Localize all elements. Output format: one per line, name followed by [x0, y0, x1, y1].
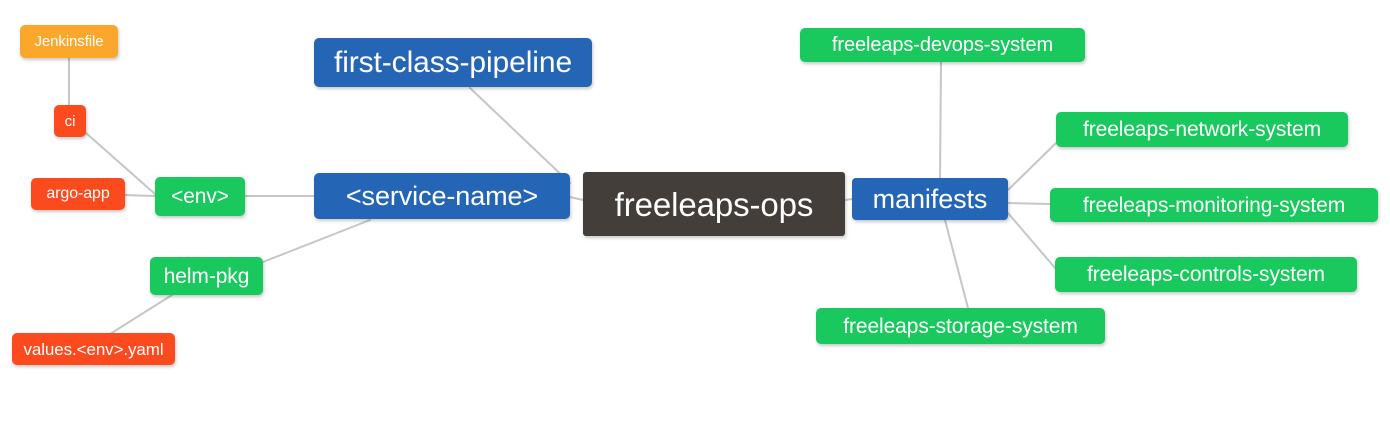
node-label: first-class-pipeline [333, 45, 573, 79]
node-label: freeleaps-network-system [1082, 118, 1321, 141]
mindmap-node-freeleaps-monitoring-system[interactable]: freeleaps-monitoring-system [1050, 188, 1378, 222]
edge-freeleaps-ops-to-service-name [569, 196, 584, 201]
edge-helm-pkg-to-values-env-yaml [109, 294, 173, 335]
node-label: values.<env>.yaml [23, 339, 164, 359]
mindmap-node-freeleaps-controls-system[interactable]: freeleaps-controls-system [1055, 257, 1357, 292]
edge-manifests-to-freeleaps-controls-system [1007, 212, 1056, 269]
node-label: <env> [171, 185, 229, 208]
mindmap-node-freeleaps-network-system[interactable]: freeleaps-network-system [1056, 112, 1348, 147]
mindmap-node-freeleaps-ops[interactable]: freeleaps-ops [583, 172, 845, 236]
edge-env-to-argo-app [124, 194, 156, 197]
mindmap-node-ci[interactable]: ci [54, 105, 86, 137]
node-label: freeleaps-monitoring-system [1082, 193, 1346, 217]
mindmap-node-helm-pkg[interactable]: helm-pkg [150, 257, 263, 295]
node-label: helm-pkg [163, 264, 250, 288]
edge-manifests-to-freeleaps-network-system [1007, 142, 1057, 191]
edge-manifests-to-freeleaps-storage-system [944, 219, 969, 309]
node-label: freeleaps-storage-system [843, 314, 1078, 338]
mindmap-node-manifests[interactable]: manifests [852, 178, 1008, 220]
node-label: freeleaps-controls-system [1087, 263, 1325, 286]
node-label: manifests [872, 183, 988, 214]
node-label: freeleaps-devops-system [831, 34, 1054, 56]
edge-manifests-to-freeleaps-devops-system [939, 61, 942, 179]
node-label: argo-app [46, 185, 110, 202]
edge-freeleaps-ops-to-manifests [844, 198, 853, 201]
node-label: freeleaps-ops [614, 185, 814, 223]
mindmap-node-first-class-pipeline[interactable]: first-class-pipeline [314, 38, 592, 87]
node-label: ci [64, 112, 76, 130]
mindmap-node-freeleaps-storage-system[interactable]: freeleaps-storage-system [816, 308, 1105, 344]
mindmap-node-env[interactable]: <env> [155, 177, 245, 216]
mindmap-node-values-env-yaml[interactable]: values.<env>.yaml [12, 333, 175, 365]
mindmap-node-jenkinsfile[interactable]: Jenkinsfile [20, 25, 118, 58]
edge-service-name-to-helm-pkg [262, 219, 371, 263]
mindmap-node-service-name[interactable]: <service-name> [314, 173, 570, 219]
edge-manifests-to-freeleaps-monitoring-system [1007, 202, 1051, 205]
node-label: <service-name> [345, 180, 539, 211]
mindmap-node-freeleaps-devops-system[interactable]: freeleaps-devops-system [800, 28, 1085, 62]
node-label: Jenkinsfile [34, 33, 104, 50]
mindmap-node-argo-app[interactable]: argo-app [31, 178, 125, 210]
edge-service-name-to-first-class-pipeline [469, 87, 571, 184]
